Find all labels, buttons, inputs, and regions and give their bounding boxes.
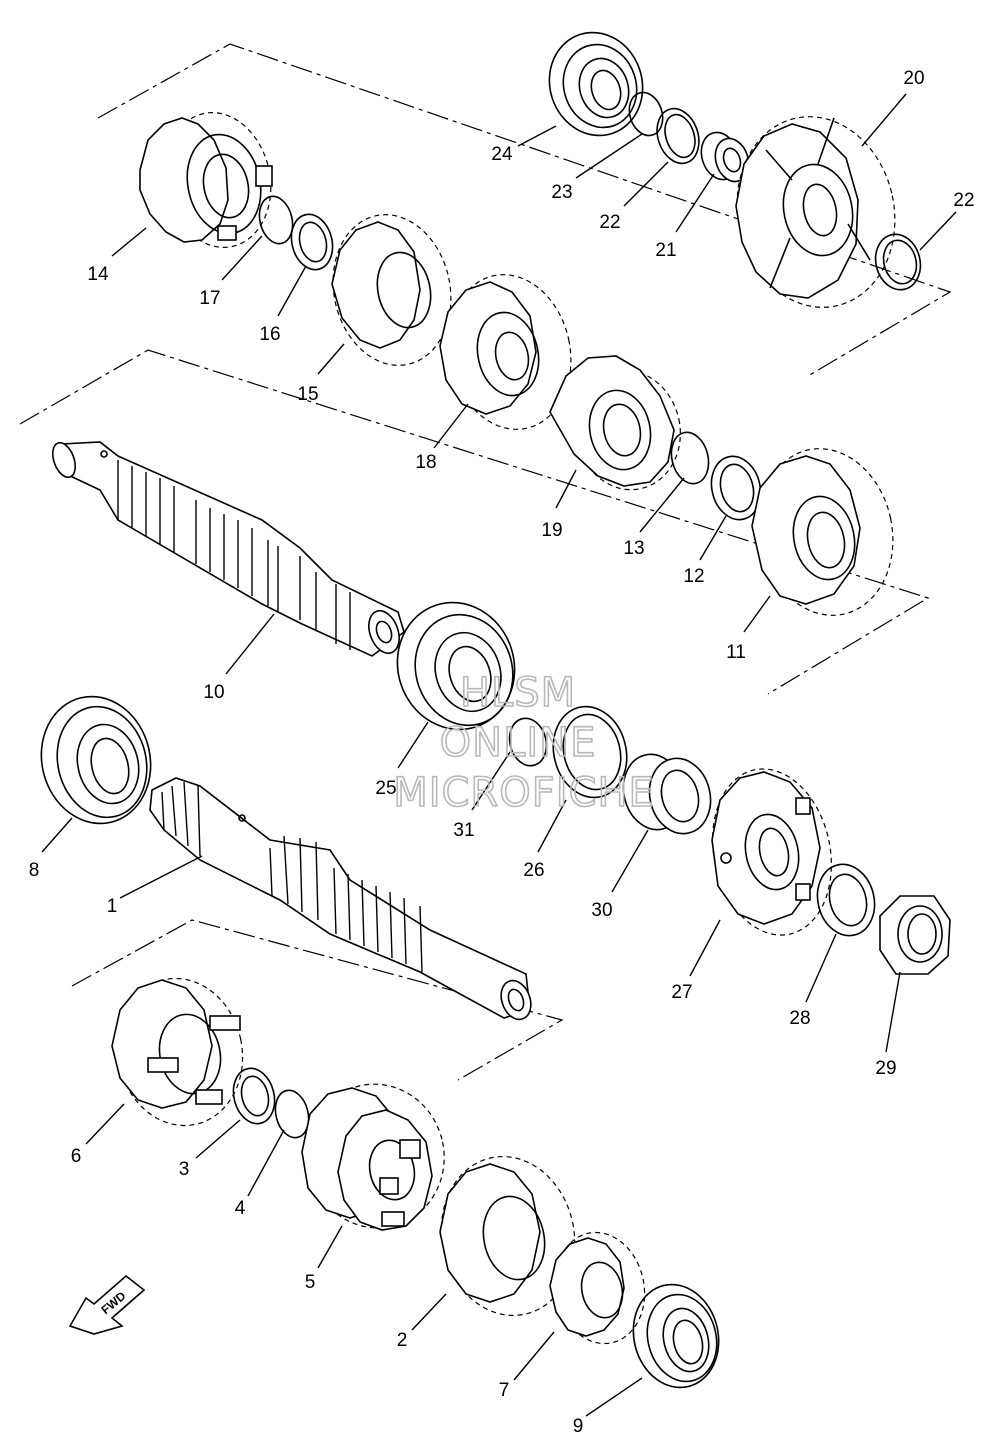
part-label-12: 12 (683, 566, 704, 587)
watermark-line-1: HLSM (460, 670, 576, 716)
collar-30 (622, 753, 712, 835)
gear-2 (439, 1155, 576, 1317)
washers (232, 91, 922, 1139)
part-label-2: 2 (397, 1330, 408, 1351)
bearing-24 (548, 31, 644, 137)
gear-27 (711, 768, 832, 936)
collar-21 (700, 131, 750, 183)
part-label-9: 9 (573, 1416, 584, 1437)
part-label-25: 25 (375, 778, 396, 799)
part-label-18: 18 (415, 452, 436, 473)
part-label-23: 23 (551, 182, 572, 203)
part-label-22a: 22 (599, 212, 620, 233)
part-label-14: 14 (87, 264, 109, 285)
watermark-line-3: MICROFICHE (393, 770, 655, 816)
gear-20 (735, 116, 896, 308)
gear-6 (111, 977, 244, 1127)
part-label-11: 11 (726, 642, 746, 663)
gear-7 (549, 1231, 646, 1345)
part-label-5: 5 (305, 1272, 316, 1293)
gear-5 (301, 1083, 445, 1231)
leader-lines (41, 93, 957, 1417)
part-label-26: 26 (523, 860, 544, 881)
part-label-13: 13 (623, 538, 644, 559)
watermark: HLSM ONLINE MICROFICHE (392, 669, 655, 817)
gear-18 (439, 274, 572, 430)
part-label-30: 30 (591, 900, 612, 921)
nut-29 (879, 895, 951, 975)
gear-19 (549, 355, 681, 491)
part-label-7: 7 (499, 1380, 510, 1401)
part-label-16: 16 (259, 324, 280, 345)
part-label-27: 27 (671, 982, 692, 1003)
bearing-8 (40, 695, 152, 825)
fwd-arrow-icon: FWD (68, 1274, 146, 1335)
part-label-3: 3 (179, 1159, 190, 1180)
part-label-21: 21 (655, 240, 676, 261)
part-label-10: 10 (203, 682, 224, 703)
part-label-17: 17 (199, 288, 220, 309)
part-label-6: 6 (71, 1146, 82, 1167)
bearing-25 (396, 601, 516, 731)
part-label-19: 19 (541, 520, 562, 541)
part-label-20: 20 (903, 68, 924, 89)
gear-15 (331, 214, 452, 366)
bearing-9 (632, 1283, 720, 1389)
part-labels: 1 2 3 4 5 6 7 8 9 10 11 12 13 14 15 16 1… (29, 68, 975, 1437)
main-axle (51, 441, 405, 657)
part-label-22b: 22 (953, 190, 974, 211)
part-label-31: 31 (453, 820, 474, 841)
watermark-line-2: ONLINE (440, 720, 597, 766)
part-label-4: 4 (235, 1198, 246, 1219)
part-label-28: 28 (789, 1008, 810, 1029)
part-label-1: 1 (107, 896, 118, 917)
part-label-8: 8 (29, 860, 40, 881)
gear-14 (139, 112, 273, 248)
gear-11 (751, 448, 894, 616)
part-label-24: 24 (491, 144, 513, 165)
part-label-29: 29 (875, 1058, 896, 1079)
part-label-15: 15 (297, 384, 318, 405)
drive-axle (149, 777, 532, 1021)
